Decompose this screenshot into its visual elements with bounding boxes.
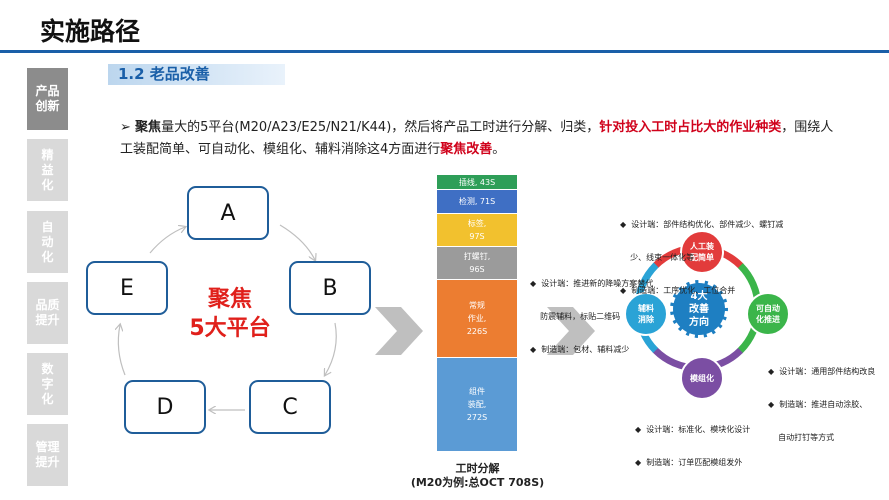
chart-caption: 工时分解 (M20为例:总OCT 708S)	[405, 462, 550, 490]
bar-segment-4: 打螺钉, 96S	[437, 247, 517, 280]
focus-line-1: 聚焦	[207, 287, 252, 312]
chart-title: 工时分解	[455, 462, 500, 475]
intro-text-1: 量大的5平台(M20/A23/E25/N21/K44)，然后将产品工时进行分解、…	[161, 120, 600, 135]
title-divider	[0, 50, 889, 53]
bar-segment-5: 常规 作业, 226S	[437, 280, 517, 358]
wheel-bottom-modular: 模组化	[680, 356, 724, 400]
chevron-right-icon	[375, 307, 423, 355]
note-left-line: 防震辅料，标贴二维码	[530, 312, 621, 321]
intro-text-3: 。	[492, 142, 506, 157]
bar-segment-1: 插线, 43S	[437, 175, 517, 190]
sidebar-item-automation[interactable]: 自 动 化	[27, 211, 68, 273]
bar-segment-2: 检测, 71S	[437, 190, 517, 214]
sidebar-item-product-innovation[interactable]: 产品 创新	[27, 68, 68, 130]
wheel-ring	[634, 244, 762, 372]
note-right-line: ◆ 设计端：通用部件结构改良	[768, 367, 876, 376]
note-left-line: ◆ 设计端：推进新的降噪方案替代	[530, 279, 654, 288]
section-title: 1.2 老品改善	[118, 65, 210, 83]
intro-paragraph: ➢ 聚焦量大的5平台(M20/A23/E25/N21/K44)，然后将产品工时进…	[120, 117, 840, 161]
chart-subtitle: (M20为例:总OCT 708S)	[410, 476, 545, 489]
section-band	[108, 64, 285, 85]
focus-label: 聚焦 5大平台	[185, 285, 275, 343]
note-top-line: ◆ 设计端：部件结构优化、部件减少、螺钉减	[620, 220, 784, 229]
page-title: 实施路径	[40, 17, 141, 46]
note-right-line: ◆ 制造端：推进自动涂胶、	[768, 400, 868, 409]
sidebar-item-management[interactable]: 管理 提升	[27, 424, 68, 486]
sidebar-item-digital[interactable]: 数 字 化	[27, 353, 68, 415]
cycle-node-b: B	[289, 261, 371, 315]
note-right-line: 自动打钉等方式	[768, 433, 835, 442]
bar-segment-3: 标签, 97S	[437, 214, 517, 247]
note-left: ◆ 设计端：推进新的降噪方案替代 防震辅料，标贴二维码 ◆ 制造端：包材、辅料减…	[530, 256, 653, 366]
intro-emphasis: 聚焦	[135, 120, 162, 135]
focus-line-2: 5大平台	[189, 316, 271, 341]
intro-highlight-1: 针对投入工时占比大的作业种类	[599, 120, 782, 135]
wheel-right-automation: 可自动 化推进	[746, 292, 790, 336]
cycle-node-c: C	[249, 380, 331, 434]
note-left-line: ◆ 制造端：包材、辅料减少	[530, 345, 630, 354]
wheel-center: 4大 改善 方向	[670, 280, 728, 338]
cycle-arrows	[80, 224, 337, 445]
cycle-node-d: D	[124, 380, 206, 434]
chevron-right-icon-2	[547, 307, 595, 355]
note-right: ◆ 设计端：通用部件结构改良 ◆ 制造端：推进自动涂胶、 自动打钉等方式	[768, 344, 875, 454]
intro-text-2: ，围绕人工装配简单、可自动化、模组化、辅料消除这4方面进行	[120, 120, 834, 157]
bar-segment-6: 组件 装配, 272S	[437, 358, 517, 452]
note-top-line: ◆ 制造端：工序优化、工位合并	[620, 286, 736, 295]
sidebar-item-lean[interactable]: 精 益 化	[27, 139, 68, 201]
note-bottom: ◆ 设计端：标准化、模块化设计 ◆ 制造端：订单匹配模组发外	[635, 402, 750, 479]
intro-highlight-2: 聚焦改善	[440, 142, 493, 157]
note-top-line: 少、线束一体化等	[620, 253, 695, 262]
note-bottom-line: ◆ 设计端：标准化、模块化设计	[635, 425, 751, 434]
cycle-node-a: A	[187, 186, 269, 240]
note-top: ◆ 设计端：部件结构优化、部件减少、螺钉减 少、线束一体化等 ◆ 制造端：工序优…	[620, 197, 783, 307]
cycle-node-e: E	[86, 261, 168, 315]
wheel-top-manual-assembly: 人工装 配简单	[680, 230, 724, 274]
sidebar-item-quality[interactable]: 品质 提升	[27, 282, 68, 344]
wheel-left-aux-material: 辅料 消除	[624, 292, 668, 336]
bullet-icon: ➢	[120, 120, 131, 135]
note-bottom-line: ◆ 制造端：订单匹配模组发外	[635, 458, 743, 467]
